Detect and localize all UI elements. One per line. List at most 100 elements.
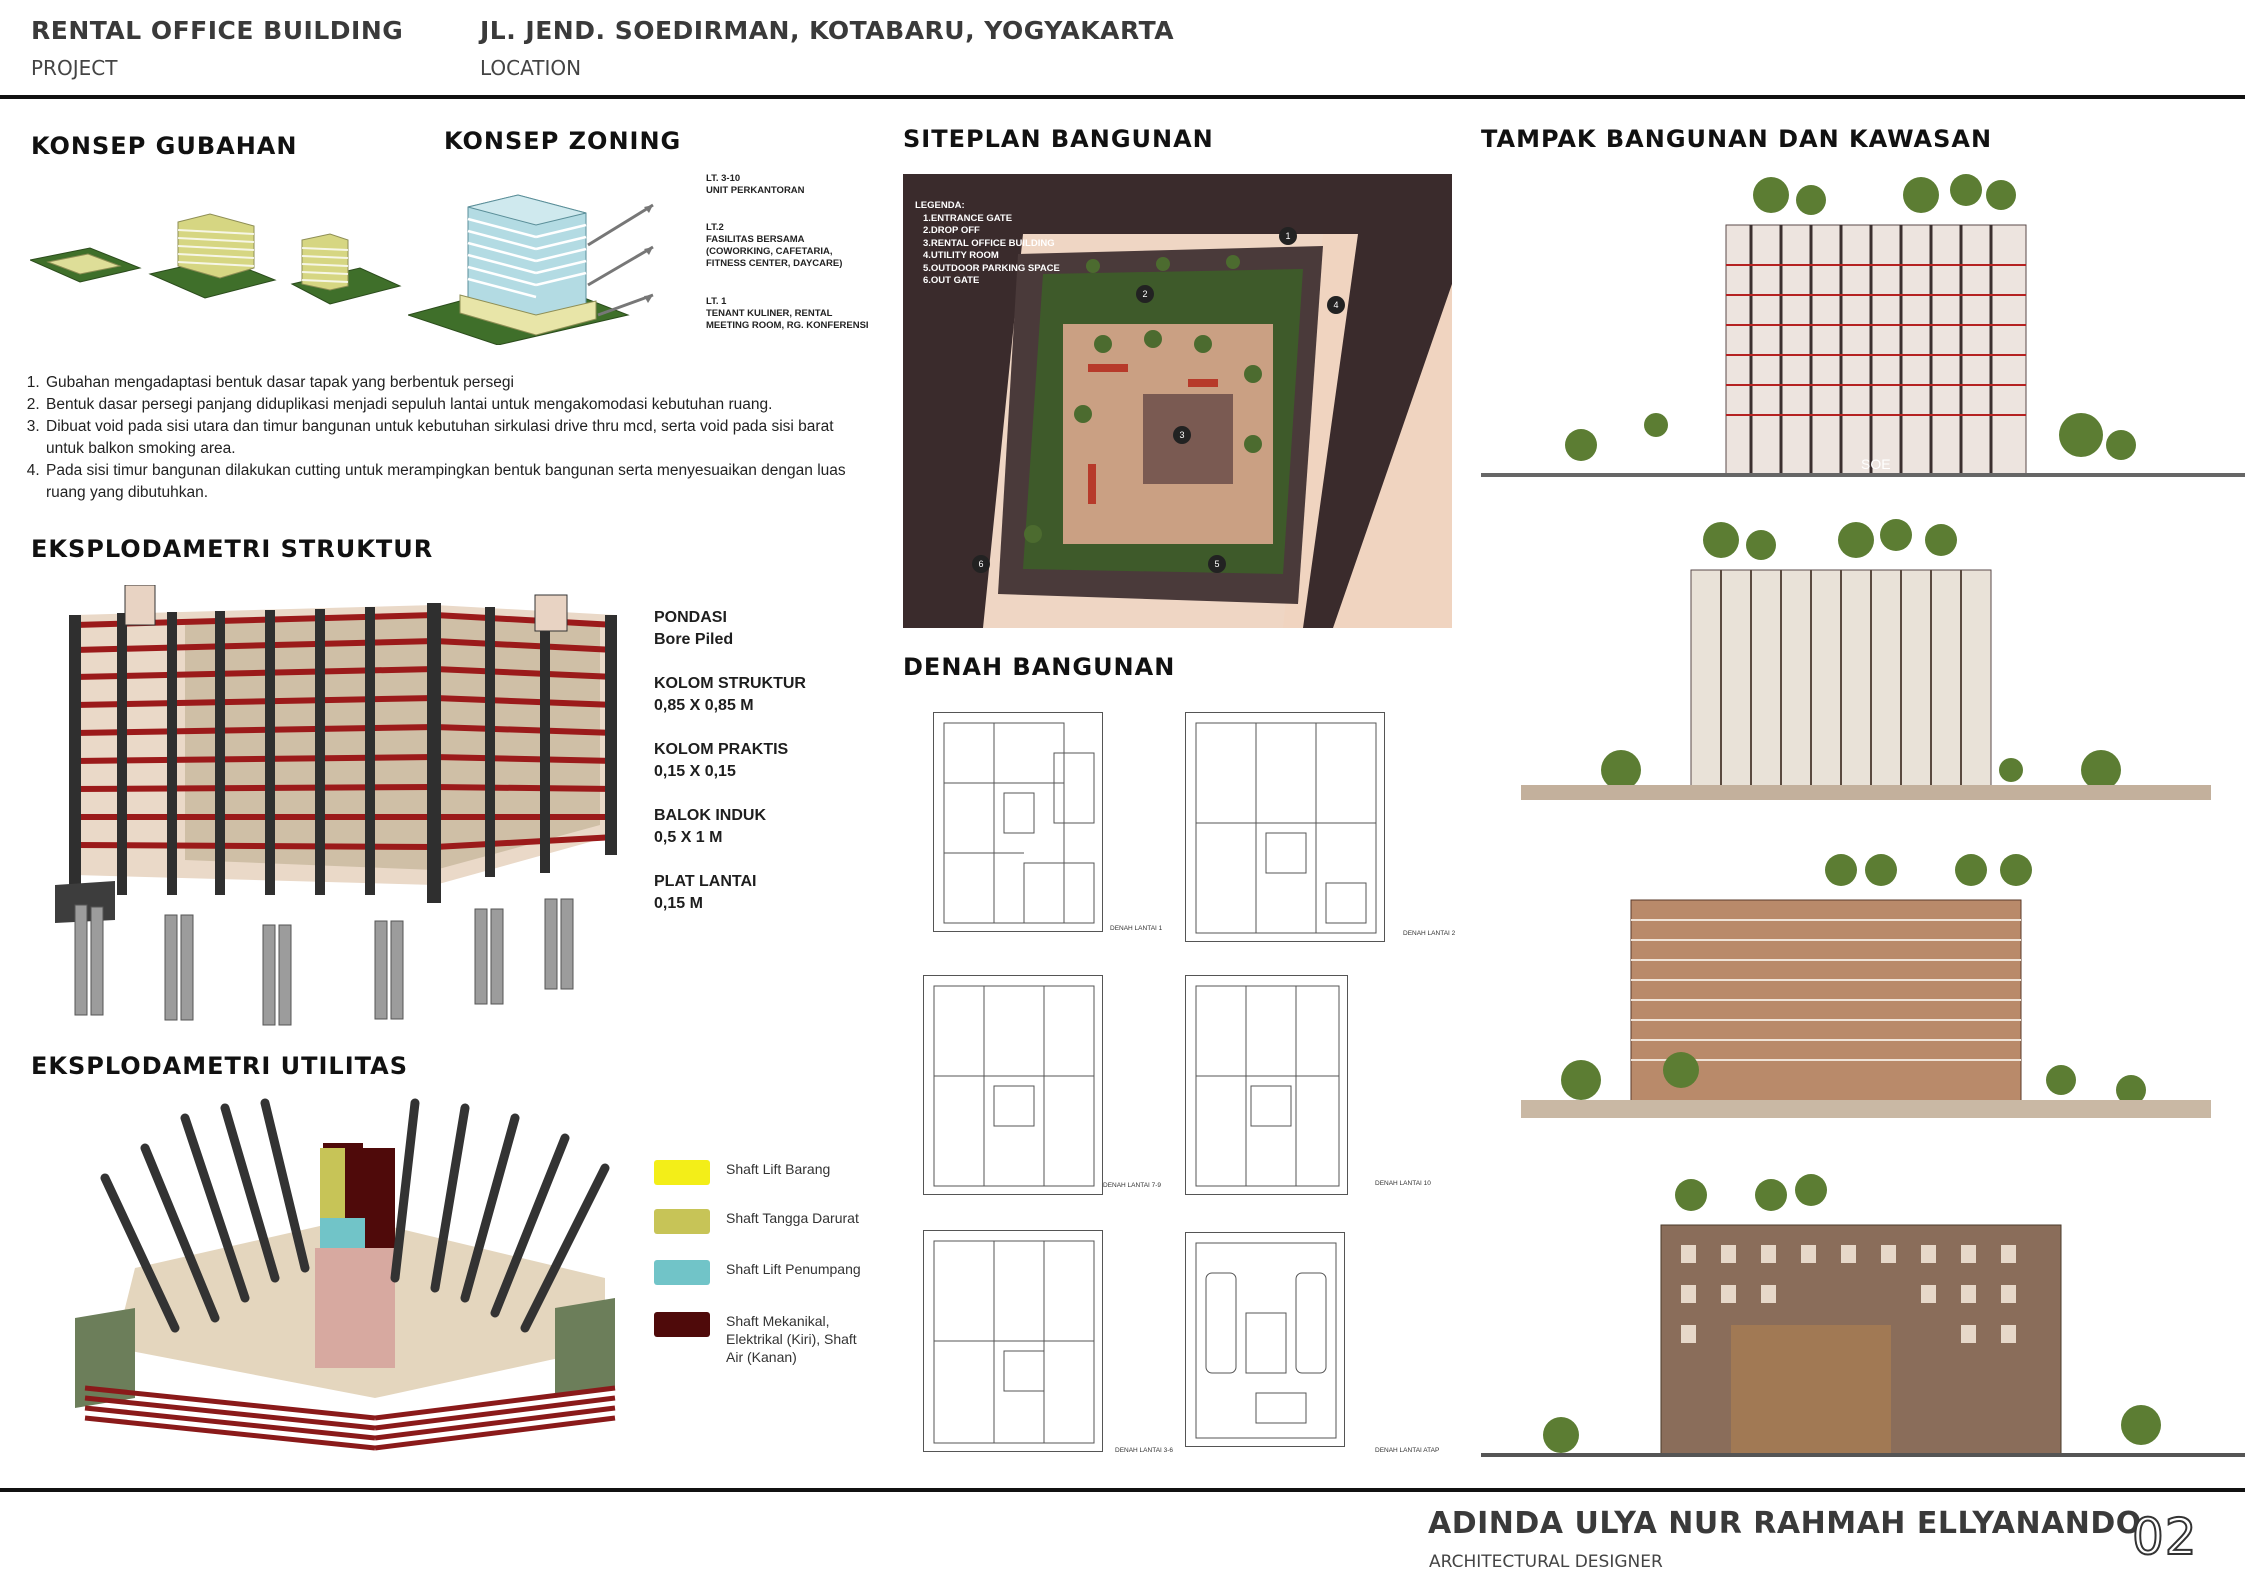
floor-plan-label-1: DENAH LANTAI 1 (1110, 925, 1163, 932)
spec-pondasi: PONDASI Bore Piled (654, 607, 733, 651)
floor-plan-2 (1185, 712, 1385, 942)
siteplan-marker-2: 2 (1136, 285, 1154, 303)
floor-plan-drawing (933, 985, 1095, 1187)
siteplan-legend: LEGENDA: 1.ENTRANCE GATE 2.DROP OFF 3.RE… (915, 200, 1060, 288)
zoning-diagram (408, 194, 654, 345)
section-title-tampak: TAMPAK BANGUNAN DAN KAWASAN (1481, 125, 1993, 153)
section-title-struktur: EKSPLODAMETRI STRUKTUR (31, 535, 434, 563)
legend-swatch (654, 1260, 710, 1285)
floor-plan-atap (1185, 1232, 1345, 1447)
spec-kolom-struktur: KOLOM STRUKTUR 0,85 X 0,85 M (654, 673, 806, 717)
elevation-2 (1481, 500, 2245, 810)
location-label: LOCATION (480, 56, 582, 80)
floor-plan-label-7-9: DENAH LANTAI 7-9 (1103, 1182, 1162, 1189)
spec-label: KOLOM STRUKTUR (654, 675, 806, 692)
siteplan-legend-item: 2.DROP OFF (923, 225, 980, 236)
section-title-siteplan: SITEPLAN BANGUNAN (903, 125, 1214, 153)
zoning-lt2-desc-1: FASILITAS BERSAMA (706, 234, 805, 245)
spec-value: 0,15 X 0,15 (654, 763, 736, 780)
legend-label: Shaft Lift Penumpang (726, 1261, 861, 1277)
zoning-label-lt3-10: LT. 3-10 UNIT PERKANTORAN (706, 173, 805, 197)
legend-item-mekanikal: Shaft Mekanikal, Elektrikal (Kiri), Shaf… (654, 1312, 866, 1366)
gubahan-massing-diagram (30, 213, 402, 305)
siteplan-legend-item: 3.RENTAL OFFICE BUILDING (923, 237, 1055, 249)
legend-item-lift-penumpang: Shaft Lift Penumpang (654, 1260, 866, 1285)
spec-value: Bore Piled (654, 631, 734, 648)
legend-label: Shaft Mekanikal, Elektrikal (Kiri), Shaf… (726, 1313, 857, 1365)
floor-plan-10 (1185, 975, 1348, 1195)
zoning-lt2-desc-2: (COWORKING, CAFETARIA, (706, 246, 833, 257)
section-title-denah: DENAH BANGUNAN (903, 653, 1176, 681)
elevation-drawing (1481, 830, 2245, 1130)
spec-label: BALOK INDUK (654, 807, 766, 824)
legend-swatch (654, 1209, 710, 1234)
legend-label: Shaft Tangga Darurat (726, 1210, 859, 1226)
floor-plan-label-3-6: DENAH LANTAI 3-6 (1115, 1447, 1174, 1454)
floor-plan-label-10: DENAH LANTAI 10 (1375, 1180, 1431, 1187)
spec-value: 0,5 X 1 M (654, 829, 723, 846)
header-rule (0, 95, 2245, 99)
location-title: JL. JEND. SOEDIRMAN, KOTABARU, YOGYAKART… (480, 16, 1175, 45)
legend-label: Shaft Lift Barang (726, 1161, 831, 1177)
spec-label: PLAT LANTAI (654, 873, 757, 890)
siteplan-legend-item: 5.OUTDOOR PARKING SPACE (923, 262, 1060, 274)
author-name: ADINDA ULYA NUR RAHMAH ELLYANANDO (1428, 1506, 2142, 1541)
project-title: RENTAL OFFICE BUILDING (31, 16, 404, 45)
floor-plan-drawing (1195, 1242, 1337, 1439)
siteplan-legend-title: LEGENDA: (915, 200, 965, 211)
footer-rule (0, 1488, 2245, 1492)
floor-plan-drawing (1195, 722, 1377, 934)
project-label: PROJECT (31, 56, 118, 80)
gubahan-step-1 (30, 247, 142, 283)
floor-plan-drawing (1195, 985, 1340, 1187)
zoning-lt2-title: LT.2 (706, 222, 724, 233)
section-title-gubahan: KONSEP GUBAHAN (31, 132, 298, 160)
legend-swatch (654, 1312, 710, 1337)
note-item: Bentuk dasar persegi panjang diduplikasi… (44, 394, 870, 416)
note-item: Pada sisi timur bangunan dilakukan cutti… (44, 460, 870, 504)
siteplan-marker-3: 3 (1173, 426, 1191, 444)
gubahan-step-3 (290, 233, 402, 305)
elevation-1: SOE (1481, 155, 2245, 485)
zoning-lt1-desc-1: TENANT KULINER, RENTAL (706, 308, 833, 319)
elevation-3 (1481, 830, 2245, 1130)
floor-plan-3-6 (923, 1230, 1103, 1452)
section-title-zoning: KONSEP ZONING (444, 127, 682, 155)
siteplan-drawing (903, 174, 1452, 628)
elevation-drawing: SOE (1481, 155, 2245, 485)
structure-exploded-axonometry (55, 585, 617, 1026)
zoning-lt3-10-title: LT. 3-10 (706, 173, 741, 184)
floor-plan-7-9 (923, 975, 1103, 1195)
elevation-sign: SOE (1861, 456, 1891, 472)
elevation-4 (1481, 1165, 2245, 1465)
spec-kolom-praktis: KOLOM PRAKTIS 0,15 X 0,15 (654, 739, 788, 783)
floor-plan-label-2: DENAH LANTAI 2 (1403, 930, 1456, 937)
page-number: 02 (2131, 1507, 2198, 1567)
note-item: Gubahan mengadaptasi bentuk dasar tapak … (44, 372, 870, 394)
legend-item-tangga-darurat: Shaft Tangga Darurat (654, 1209, 866, 1234)
zoning-lt3-10-desc: UNIT PERKANTORAN (706, 185, 805, 196)
zoning-lt1-desc-2: MEETING ROOM, RG. KONFERENSI (706, 320, 869, 331)
siteplan-marker-6: 6 (972, 555, 990, 573)
gubahan-step-2 (148, 213, 277, 299)
siteplan-marker-5: 5 (1208, 555, 1226, 573)
siteplan-legend-item: 1.ENTRANCE GATE (923, 212, 1013, 224)
siteplan-legend-item: 4.UTILITY ROOM (923, 250, 999, 261)
floor-plan-drawing (943, 722, 1095, 924)
spec-label: KOLOM PRAKTIS (654, 741, 789, 758)
siteplan-marker-4: 4 (1327, 296, 1345, 314)
spec-value: 0,85 X 0,85 M (654, 697, 754, 714)
gubahan-notes: Gubahan mengadaptasi bentuk dasar tapak … (30, 372, 870, 504)
siteplan-image: LEGENDA: 1.ENTRANCE GATE 2.DROP OFF 3.RE… (903, 174, 1452, 628)
siteplan-marker-1: 1 (1279, 227, 1297, 245)
zoning-label-lt1: LT. 1 TENANT KULINER, RENTAL MEETING ROO… (706, 296, 869, 332)
note-item: Dibuat void pada sisi utara dan timur ba… (44, 416, 870, 460)
spec-label: PONDASI (654, 609, 727, 626)
elevation-drawing (1481, 500, 2245, 810)
author-role: ARCHITECTURAL DESIGNER (1429, 1552, 1663, 1572)
floor-plan-drawing (933, 1240, 1095, 1444)
elevation-drawing (1481, 1165, 2245, 1465)
floor-plan-label-atap: DENAH LANTAI ATAP (1375, 1447, 1440, 1454)
floor-plan-1 (933, 712, 1103, 932)
legend-item-lift-barang: Shaft Lift Barang (654, 1160, 866, 1185)
